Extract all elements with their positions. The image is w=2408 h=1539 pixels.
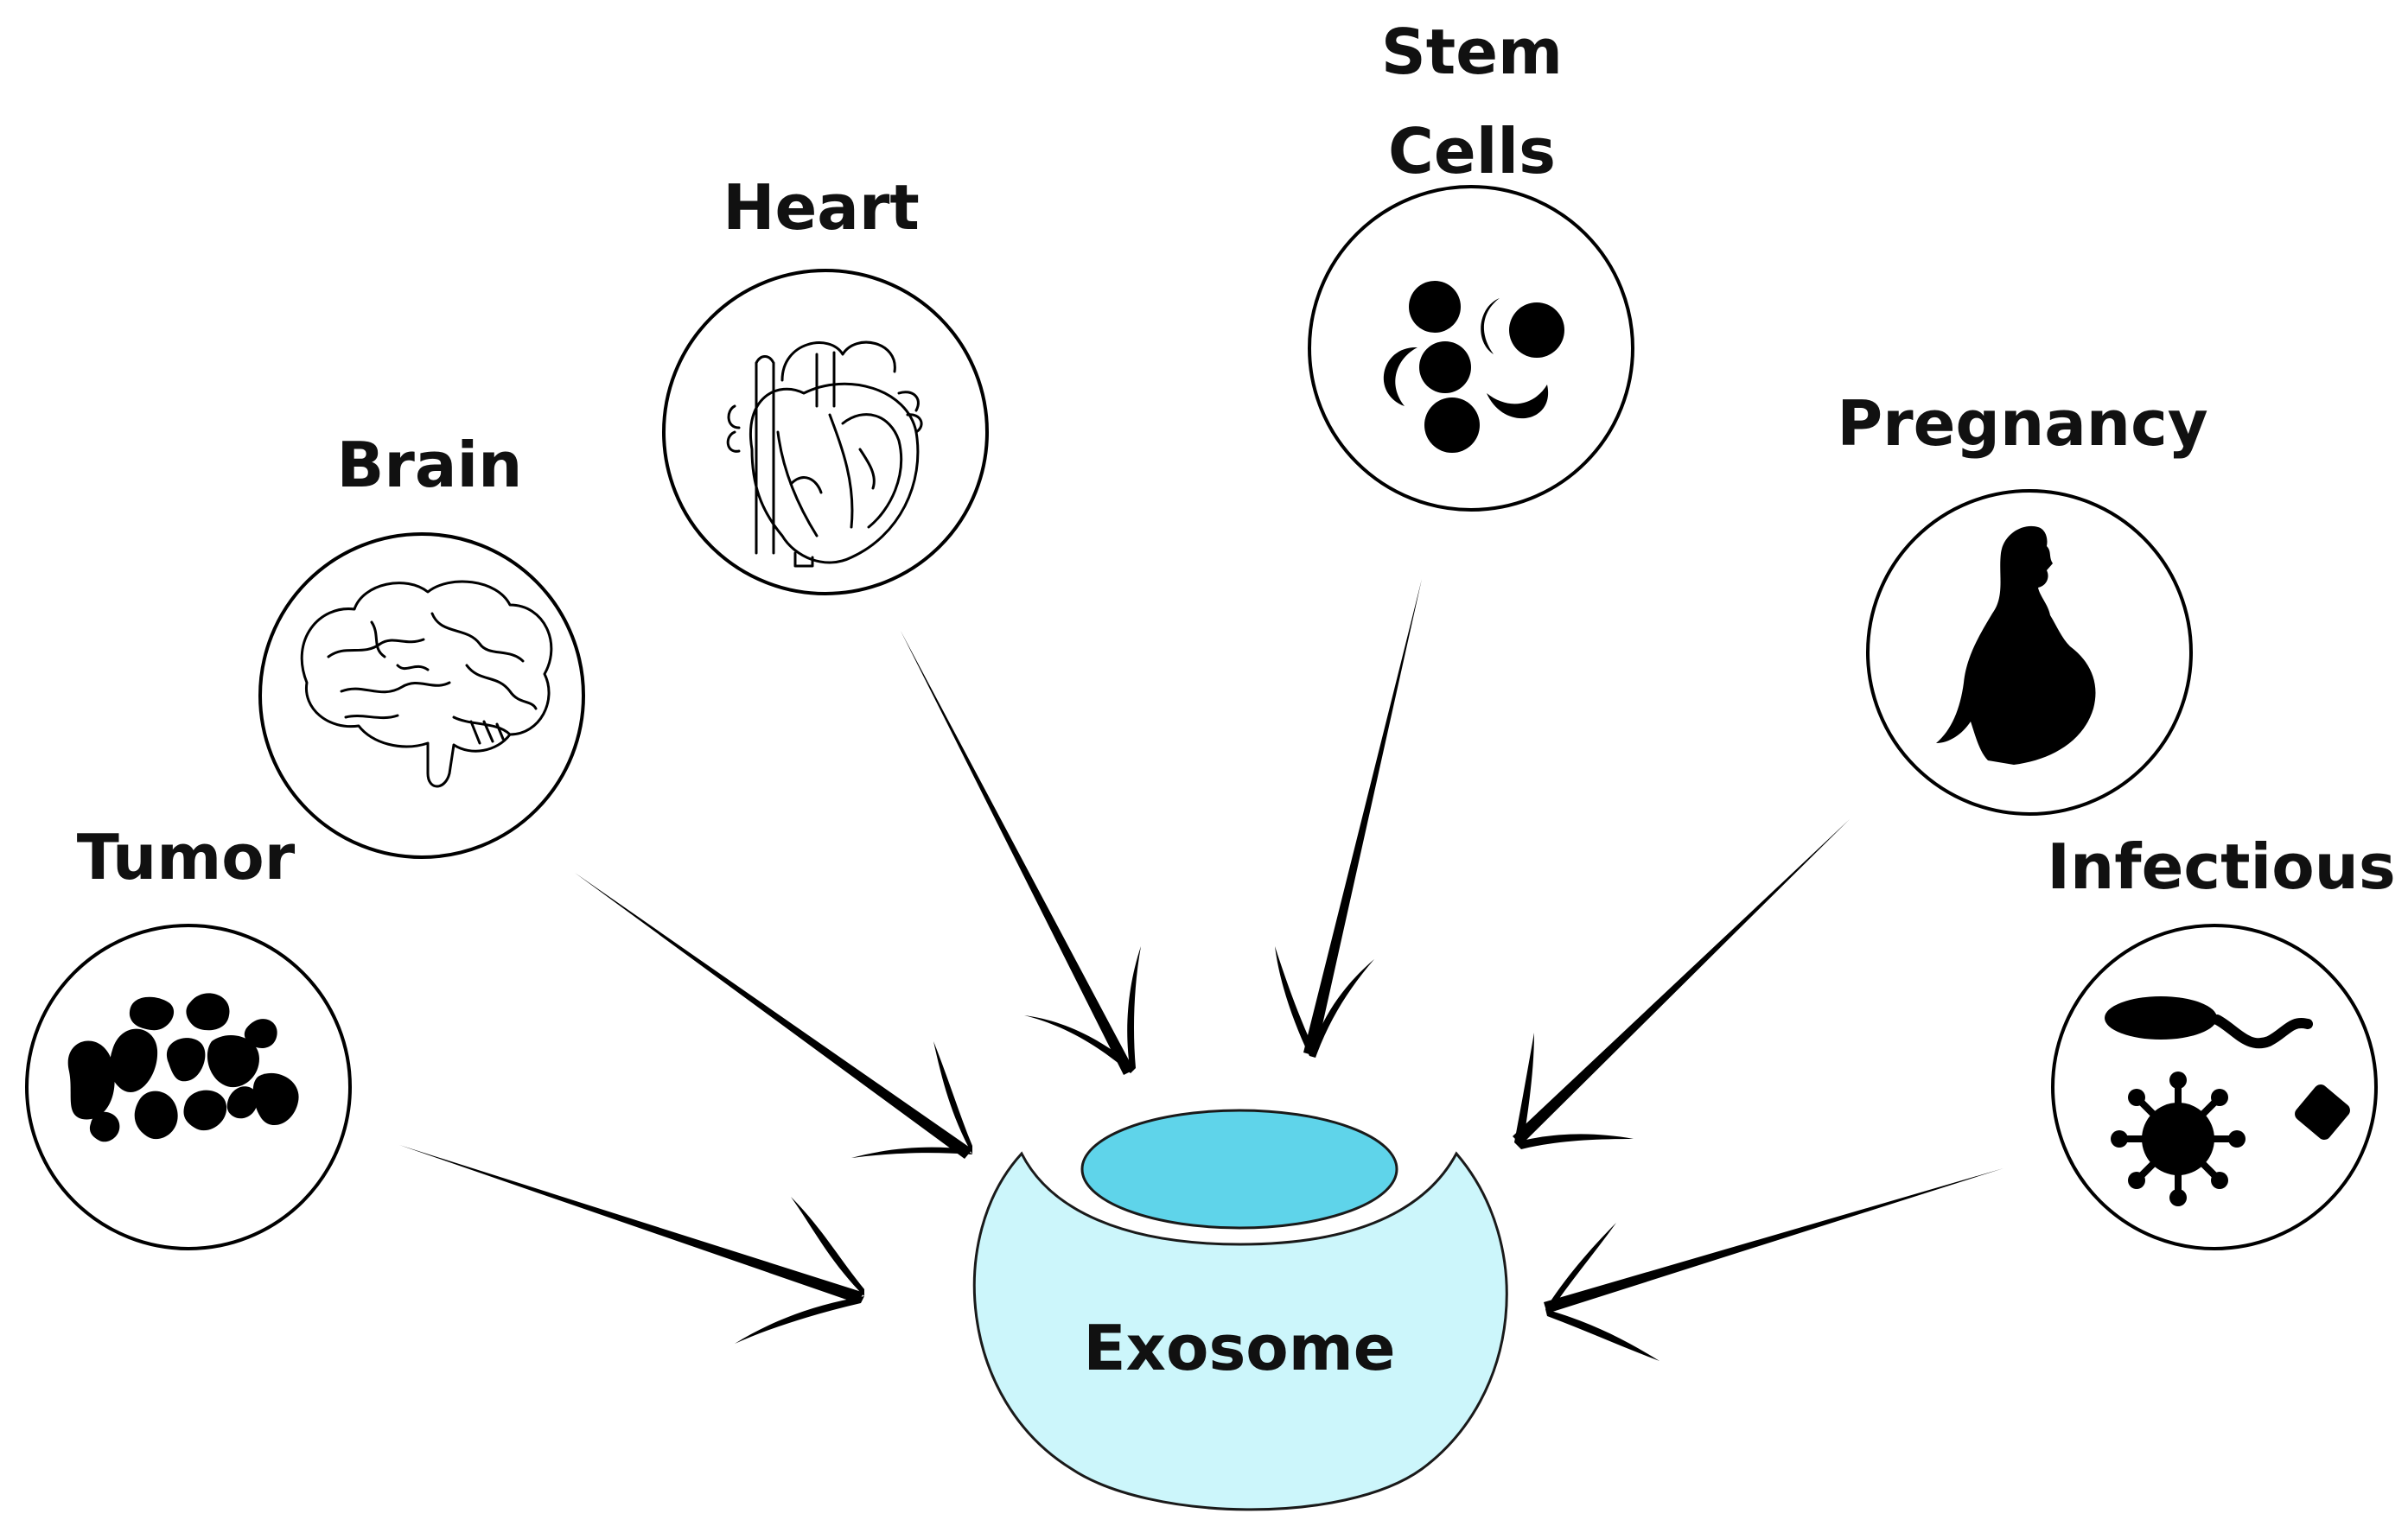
- source-pregnancy: Pregnancy: [1837, 387, 2208, 816]
- heart-circle: [662, 269, 989, 595]
- pregnant-woman-icon: [1936, 525, 2096, 765]
- arrow-stem-cells: [1275, 579, 1422, 1058]
- source-heart: Heart: [662, 171, 989, 595]
- exosome-label: Exosome: [1083, 1312, 1395, 1384]
- bacterium-body: [2105, 996, 2217, 1040]
- pathogens-icon: [2105, 996, 2350, 1206]
- spore-icon: [2295, 1084, 2350, 1140]
- source-stem-cells: Stem Cells: [1308, 16, 1634, 512]
- exosome-cup: [1080, 1109, 1398, 1230]
- brain-label: Brain: [337, 429, 523, 501]
- exosome: Exosome: [972, 1109, 1508, 1511]
- stem-cells-label-line2: Cells: [1388, 115, 1556, 188]
- arrow-heart: [901, 631, 1141, 1075]
- source-brain: Brain: [258, 429, 585, 859]
- stem-cells-label-line1: Stem: [1381, 16, 1563, 88]
- bacterium-flagellum: [2212, 1014, 2313, 1049]
- heart-icon: [726, 340, 923, 568]
- stem-cells-icon: [1383, 281, 1564, 453]
- tumor-circle: [25, 924, 352, 1250]
- infectious-label: Infectious: [2047, 830, 2396, 903]
- source-tumor: Tumor: [25, 821, 352, 1250]
- infectious-circle: [2051, 924, 2378, 1250]
- arrows: [399, 579, 2003, 1361]
- source-infectious: Infectious: [2047, 830, 2396, 1250]
- tumor-cells-icon: [67, 993, 299, 1142]
- arrow-infectious: [1544, 1168, 2003, 1361]
- arrow-brain: [575, 873, 972, 1159]
- pregnancy-label: Pregnancy: [1837, 387, 2207, 460]
- stem-cells-circle: [1308, 185, 1634, 512]
- virus-icon: [2111, 1072, 2246, 1206]
- arrow-tumor: [399, 1145, 864, 1344]
- brain-circle: [258, 532, 585, 859]
- brain-icon: [300, 580, 553, 788]
- arrow-pregnancy: [1513, 819, 1850, 1149]
- heart-label: Heart: [723, 171, 920, 244]
- tumor-label: Tumor: [77, 821, 296, 894]
- exosome-body: [972, 1151, 1508, 1511]
